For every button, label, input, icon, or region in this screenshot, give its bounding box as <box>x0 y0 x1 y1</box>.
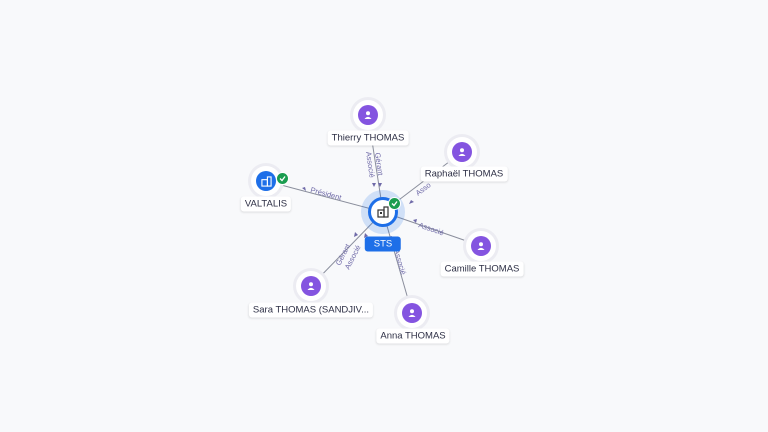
edge-label-camille: Associé <box>417 220 445 237</box>
node-label-valtalis: VALTALIS <box>240 196 292 212</box>
person-icon <box>301 276 321 296</box>
edge-anna <box>382 211 413 314</box>
arrow-icon <box>409 200 414 204</box>
arrow-icon <box>302 187 306 191</box>
person-icon <box>358 105 378 125</box>
building-icon <box>256 171 276 191</box>
person-icon <box>452 142 472 162</box>
edge-valtalis <box>265 180 384 213</box>
arrow-icon <box>413 219 417 223</box>
node-anna-thomas[interactable] <box>397 298 427 328</box>
node-raphael-thomas[interactable] <box>447 137 477 167</box>
node-label-sara: Sara THOMAS (SANDJIV... <box>248 302 374 318</box>
edge-label-raphael: Asso <box>414 180 433 197</box>
edge-label-valtalis: Président <box>309 185 343 202</box>
edge-label-thierry-associe: Associé <box>364 151 377 178</box>
edge-label-thierry-gerant: Gérant <box>373 152 385 177</box>
arrow-icon <box>378 183 382 187</box>
center-label[interactable]: STS <box>364 236 402 252</box>
verified-check-icon <box>388 197 401 210</box>
person-icon <box>402 303 422 323</box>
node-sara-thomas[interactable] <box>296 271 326 301</box>
node-thierry-thomas[interactable] <box>353 100 383 130</box>
edge-label-anna: Associé <box>392 248 408 276</box>
verified-check-icon <box>276 172 289 185</box>
node-label-anna: Anna THOMAS <box>376 328 450 344</box>
node-camille-thomas[interactable] <box>466 231 496 261</box>
person-icon <box>471 236 491 256</box>
edge-camille <box>382 211 482 247</box>
node-label-thierry: Thierry THOMAS <box>327 130 409 146</box>
edge-sara <box>310 211 384 287</box>
node-label-camille: Camille THOMAS <box>440 261 524 277</box>
center-node-sts[interactable] <box>361 190 405 234</box>
arrow-icon <box>354 232 358 237</box>
node-label-raphael: Raphaël THOMAS <box>420 166 508 182</box>
building-icon <box>368 197 398 227</box>
arrow-icon <box>372 183 376 187</box>
